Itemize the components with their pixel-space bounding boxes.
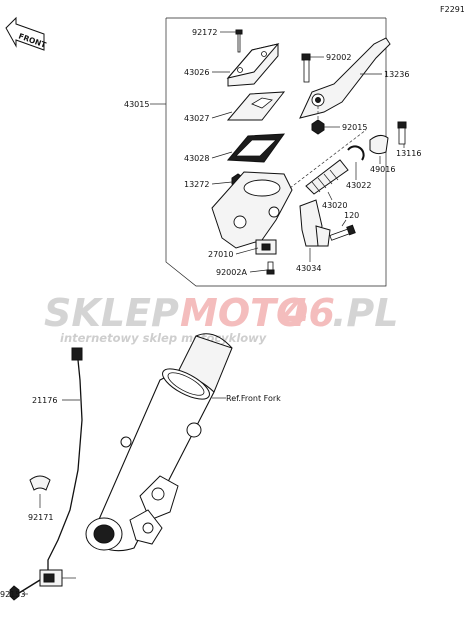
screw-92172: [235, 29, 243, 53]
clamp-92171: [29, 475, 51, 491]
dust-boot-49016: [369, 134, 389, 155]
label-92153: 92153: [0, 590, 25, 599]
piston-kit-43020: [305, 159, 349, 195]
assembly-bracket: [165, 18, 387, 287]
label-13236: 13236: [384, 70, 409, 79]
watermark: SKLEP MOTO 46 .PL internetowy sklep moto…: [44, 291, 399, 345]
label-13272: 13272: [184, 180, 209, 189]
label-13116: 13116: [396, 149, 421, 158]
watermark-part4: .PL: [332, 291, 399, 335]
label-43015: 43015: [124, 100, 149, 109]
label-43026: 43026: [184, 68, 209, 77]
label-49016: 49016: [370, 165, 395, 174]
front-fork-outline: [85, 333, 233, 552]
label-27010: 27010: [208, 250, 233, 259]
diaphragm-plate-43027: [226, 91, 286, 121]
label-43027: 43027: [184, 114, 209, 123]
abs-sensor-21176: [39, 347, 83, 587]
watermark-part1: SKLEP: [44, 291, 179, 335]
brake-lever-13236: [299, 37, 391, 119]
label-120: 120: [344, 211, 359, 220]
diagram-code: F2291: [440, 5, 464, 14]
label-92015: 92015: [342, 123, 367, 132]
watermark-subtitle: internetowy sklep motocyklowy: [60, 331, 267, 345]
label-43034: 43034: [296, 264, 321, 273]
bolt-92153: [9, 579, 41, 601]
switch-bracket-43034: [299, 199, 331, 247]
label-92172: 92172: [192, 28, 217, 37]
ref-front-fork-label: Ref.Front Fork: [226, 394, 281, 403]
front-arrow-icon: [5, 16, 45, 51]
screw-92002A: [266, 261, 275, 275]
pin-13116: [397, 121, 407, 145]
label-92171: 92171: [28, 513, 53, 522]
circlip-43022: [347, 145, 365, 161]
reservoir-cap-43026: [226, 43, 280, 87]
watermark-part3: 46: [281, 291, 335, 335]
nut-92015: [311, 119, 325, 135]
bolt-120: [329, 224, 356, 241]
label-43028: 43028: [184, 154, 209, 163]
diaphragm-43028: [226, 133, 286, 163]
label-21176: 21176: [32, 396, 57, 405]
label-43022: 43022: [346, 181, 371, 190]
master-cylinder-body: [211, 171, 293, 249]
watermark-part2: MOTO: [180, 291, 308, 335]
label-92002A: 92002A: [216, 268, 247, 277]
switch-27010: [255, 239, 277, 255]
label-92002: 92002: [326, 53, 351, 62]
bolt-92002: [301, 53, 311, 83]
label-43020: 43020: [322, 201, 347, 210]
